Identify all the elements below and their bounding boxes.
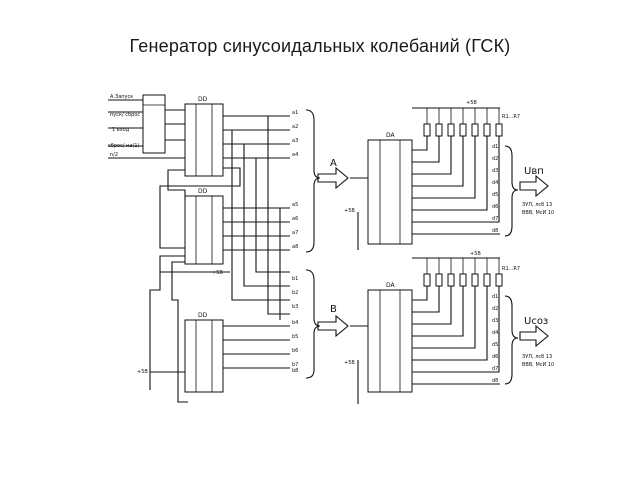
output-b-label: Uсоз <box>524 316 548 327</box>
svg-text:R1...R7: R1...R7 <box>502 266 520 272</box>
dac-a-out-3: d3 <box>492 168 498 174</box>
dac-a-label: DA <box>386 132 396 139</box>
svg-text:1 вход: 1 вход <box>112 127 130 133</box>
bus-b-line-7: b7 <box>292 362 298 368</box>
svg-text:ВВВ, МсИ 10: ВВВ, МсИ 10 <box>522 210 554 216</box>
bus-a-line-1: a1 <box>292 110 298 116</box>
dac-a-out-7: d7 <box>492 216 498 222</box>
dac-a-out-5: d5 <box>492 192 498 198</box>
dac-b-out-5: d5 <box>492 342 498 348</box>
dd-top-label: DD <box>198 96 208 103</box>
dac-a-out-1: d1 <box>492 144 498 150</box>
svg-text:А.Запуск: А.Запуск <box>110 94 133 100</box>
svg-text:сброс/ на(1): сброс/ на(1) <box>108 143 140 149</box>
dac-b-label: DA <box>386 282 396 289</box>
bus-b-line-4: b4 <box>292 320 298 326</box>
dac-b-out-8: d8 <box>492 378 498 384</box>
input-gates: А.Запуск пуск/ сброс 1 вход сброс/ на(1)… <box>108 94 185 159</box>
bus-b-line-6: b6 <box>292 348 298 354</box>
svg-text:+5В: +5В <box>212 270 223 276</box>
dac-a: DA +5В <box>344 132 413 250</box>
dac-b: DA +5В <box>344 282 413 404</box>
bus-b-line-8: b8 <box>292 368 298 374</box>
dac-b-out-2: d2 <box>492 306 498 312</box>
svg-text:+5В: +5В <box>137 369 148 375</box>
dac-b-ladder: +5В R1...R7 d1 d2 d3 d4 d5 d6 d7 d8 Uсоз <box>412 251 554 385</box>
svg-text:+5В: +5В <box>470 251 481 257</box>
start-label: n/2 <box>110 152 118 158</box>
counter-to-bus-wires <box>223 115 290 369</box>
dd-low-label: DD <box>198 312 208 319</box>
dac-b-out-4: d4 <box>492 330 498 336</box>
dac-b-out-6: d6 <box>492 354 498 360</box>
svg-text:пуск/ сброс: пуск/ сброс <box>110 112 140 118</box>
bus-b-line-2: b2 <box>292 290 298 296</box>
bus-b: b1 b2 b3 b4 b5 b6 b7 b8 B <box>292 269 349 379</box>
dac-a-out-6: d6 <box>492 204 498 210</box>
dac-b-out-3: d3 <box>492 318 498 324</box>
bus-a-label: A <box>330 158 337 169</box>
dac-a-out-4: d4 <box>492 180 498 186</box>
bus-b-line-5: b5 <box>292 334 298 340</box>
counter-top: DD <box>184 96 224 177</box>
bus-a-line-3: a3 <box>292 138 298 144</box>
dac-b-out-7: d7 <box>492 366 498 372</box>
svg-text:+5В: +5В <box>466 100 477 106</box>
output-a-label: Uвп <box>524 166 544 177</box>
bus-a: a1 a2 a3 a4 a5 a6 a7 a8 A <box>292 109 349 253</box>
counter-low: DD <box>184 312 224 393</box>
counter-mid: DD <box>184 188 224 265</box>
svg-text:ЗУЛ, лсб 13: ЗУЛ, лсб 13 <box>522 354 552 360</box>
dac-a-ladder: +5В R1...R7 d1 d2 d3 d4 d5 d6 d7 d8 Uвп <box>412 100 554 237</box>
bus-b-line-1: b1 <box>292 276 298 282</box>
bus-a-line-2: a2 <box>292 124 298 130</box>
dd-mid-label: DD <box>198 188 208 195</box>
bus-b-line-3: b3 <box>292 304 298 310</box>
dac-a-out-8: d8 <box>492 228 498 234</box>
svg-text:R1...R7: R1...R7 <box>502 114 520 120</box>
dac-b-out-1: d1 <box>492 294 498 300</box>
svg-text:ЗУЛ, лсб 13: ЗУЛ, лсб 13 <box>522 202 552 208</box>
diagram-title: Генератор синусоидальных колебаний (ГСК) <box>129 36 511 56</box>
svg-text:+5В: +5В <box>344 360 355 366</box>
counter-interconnects: +5В +5В <box>137 167 241 403</box>
bus-a-line-6: a6 <box>292 216 298 222</box>
svg-text:ВВВ, МсИ 10: ВВВ, МсИ 10 <box>522 362 554 368</box>
bus-a-line-4: a4 <box>292 152 298 158</box>
dac-a-out-2: d2 <box>492 156 498 162</box>
bus-a-line-7: a7 <box>292 230 298 236</box>
bus-a-line-8: a8 <box>292 244 298 250</box>
bus-a-line-5: a5 <box>292 202 298 208</box>
svg-text:+5В: +5В <box>344 208 355 214</box>
bus-b-label: B <box>330 304 337 315</box>
